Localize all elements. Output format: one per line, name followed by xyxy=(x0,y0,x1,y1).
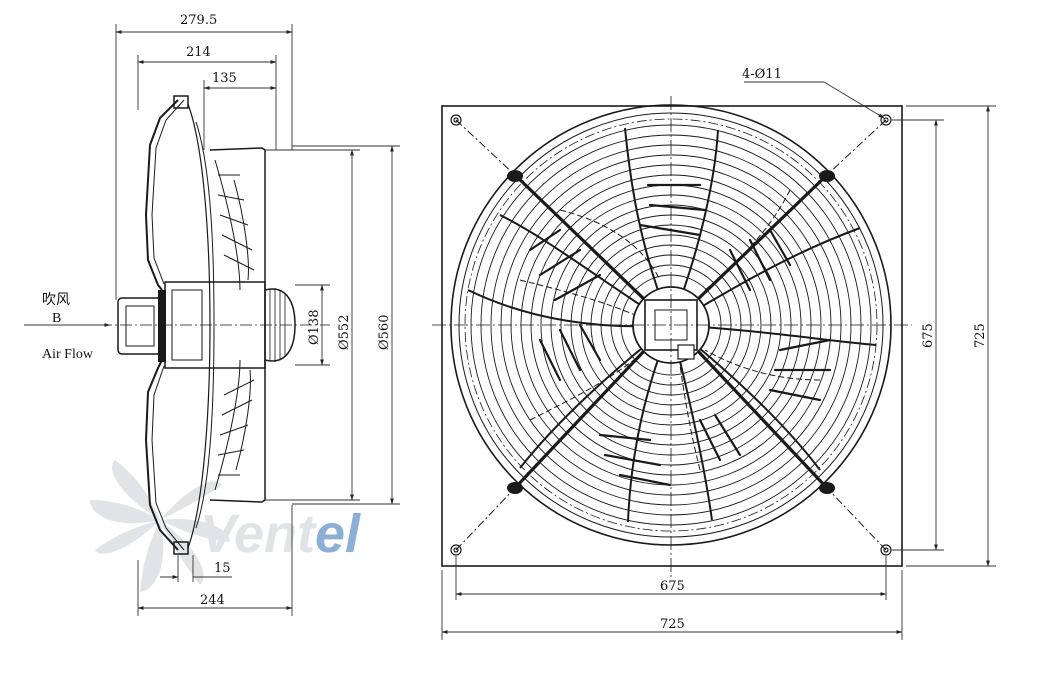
watermark-text-blue: el xyxy=(315,504,361,564)
dim-279-5: 279.5 xyxy=(180,13,217,28)
dim-725-v: 725 xyxy=(973,323,988,348)
dim-15: 15 xyxy=(214,561,231,576)
airflow-label-code: B xyxy=(52,311,61,326)
dim-725-h: 725 xyxy=(660,617,685,632)
front-view xyxy=(432,96,912,580)
dim-135: 135 xyxy=(212,71,237,86)
side-housing-bottom xyxy=(144,359,179,551)
side-dimensions xyxy=(24,24,400,616)
watermark-text: Ventel xyxy=(200,504,361,564)
airflow-label-cn: 吹风 xyxy=(42,292,70,308)
dim-dia-138: Ø138 xyxy=(307,310,322,345)
dim-244: 244 xyxy=(200,593,225,608)
side-view xyxy=(60,95,330,555)
dim-dia-552: Ø552 xyxy=(337,315,352,350)
front-corner-holes xyxy=(450,114,892,556)
side-housing-top xyxy=(144,99,179,291)
dim-675-h: 675 xyxy=(660,579,685,594)
side-flange-top xyxy=(173,95,189,109)
dim-dia-560: Ø560 xyxy=(377,315,392,350)
watermark-text-gray: Vent xyxy=(200,504,317,564)
airflow-label-en: Air Flow xyxy=(42,347,94,362)
dim-holes: 4-Ø11 xyxy=(742,67,782,82)
dim-675-v: 675 xyxy=(921,323,936,348)
front-dimensions xyxy=(441,81,996,640)
dim-214: 214 xyxy=(186,45,211,60)
front-mount-plate xyxy=(441,105,903,567)
